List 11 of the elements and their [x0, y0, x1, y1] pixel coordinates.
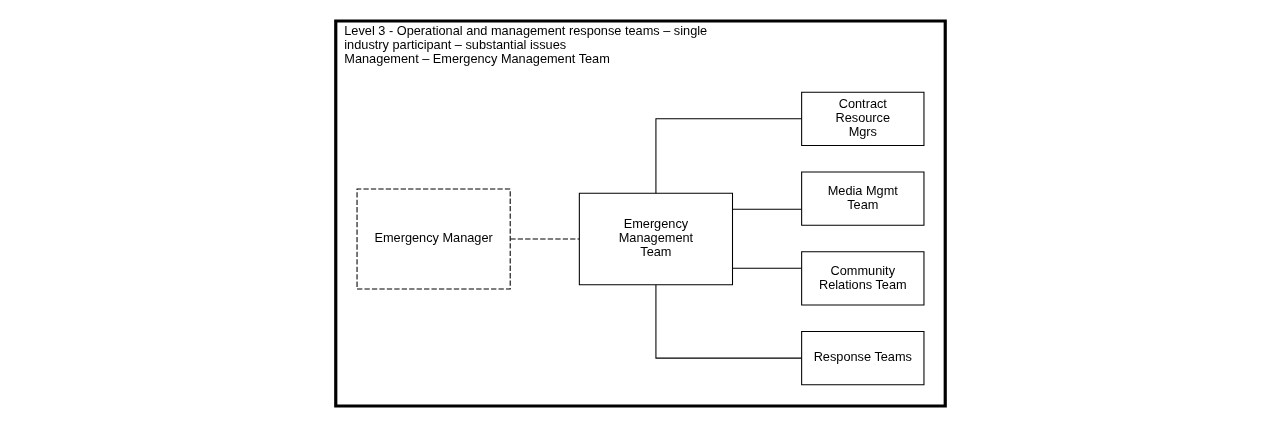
node-box: Emergency Management Team: [578, 192, 734, 286]
node-box: Media Mgmt Team: [801, 171, 925, 226]
connector: [509, 238, 580, 240]
connector: [655, 284, 803, 359]
connector: [732, 267, 802, 269]
node-box: Response Teams: [801, 331, 925, 386]
node-box: Emergency Manager: [356, 188, 511, 290]
connector: [655, 118, 803, 194]
node-box: Community Relations Team: [801, 251, 925, 306]
node-box: Contract Resource Mgrs: [801, 91, 925, 146]
connector: [732, 208, 802, 210]
